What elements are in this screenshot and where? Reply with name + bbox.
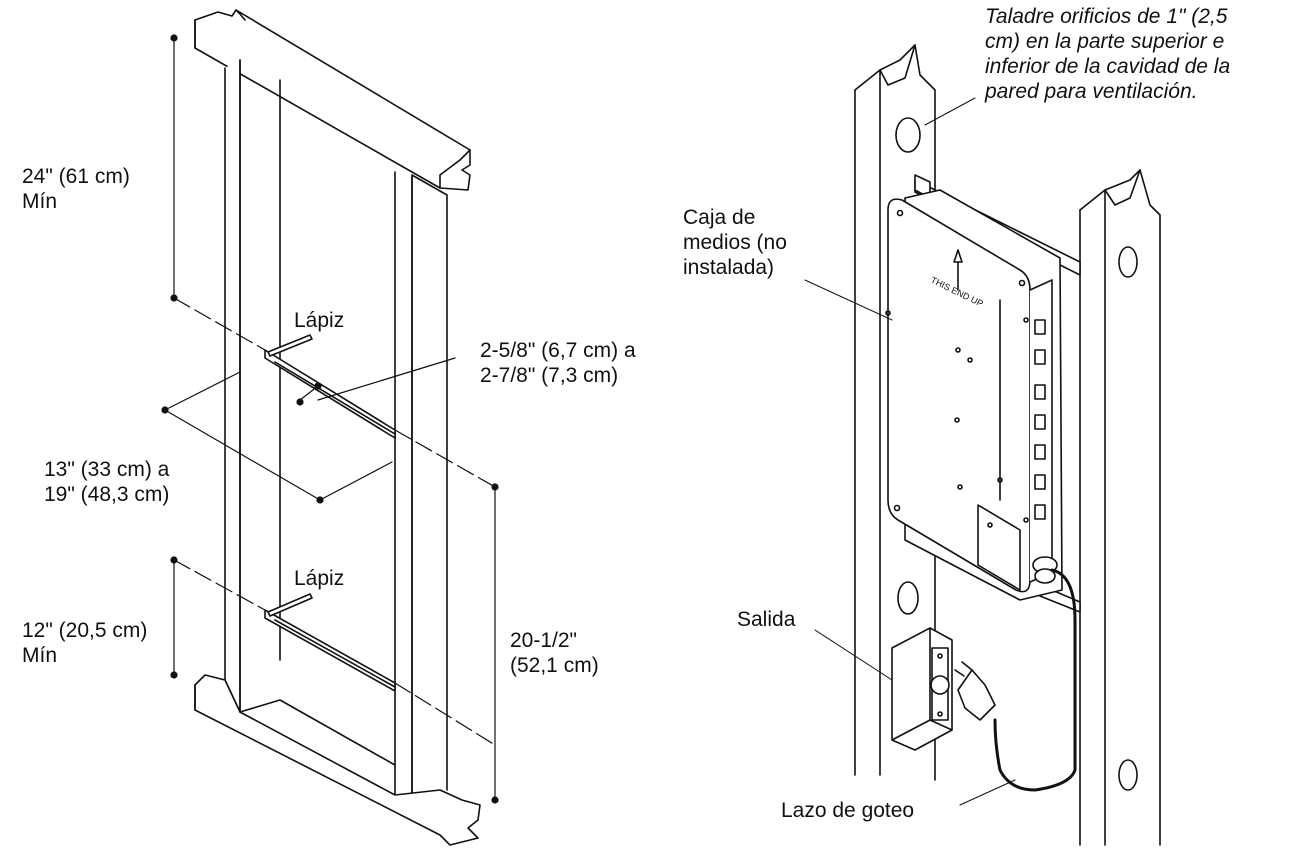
spacing-range-label: 13" (33 cm) a 19" (48,3 cm) [44,458,170,506]
vent-hole-bottom-right [1119,760,1137,790]
plug [958,670,995,720]
dim-right-label: 20-1/2" (52,1 cm) [510,629,599,677]
outlet [892,628,995,750]
wall-frame [195,10,480,845]
dim-top-label: 24" (61 cm) Mín [22,165,130,213]
bottom-pencil [268,594,312,616]
dim-bottom-label: 12" (20,5 cm) Mín [22,619,148,667]
power-cord [995,570,1075,790]
depth-range-label: 2-5/8" (6,7 cm) a 2-7/8" (7,3 cm) [480,339,636,387]
vent-hole-bottom-left [898,582,918,614]
media-box-label: Caja de medios (no instalada) [683,206,787,279]
outlet-label: Salida [737,608,796,631]
vent-hole-top-left [896,118,920,152]
media-box [886,175,1080,790]
drip-loop-label: Lazo de goteo [781,799,915,822]
pencil-top-label: Lápiz [294,309,345,332]
vent-hole-top-right [1119,247,1137,277]
top-level-bar [265,350,395,438]
top-pencil [268,335,312,356]
dimension-lines [162,35,498,803]
leader-lines [805,98,1015,805]
pencil-bottom-label: Lápiz [294,567,345,590]
vent-note-label: Taladre orificios de 1" (2,5 cm) en la p… [985,5,1231,103]
